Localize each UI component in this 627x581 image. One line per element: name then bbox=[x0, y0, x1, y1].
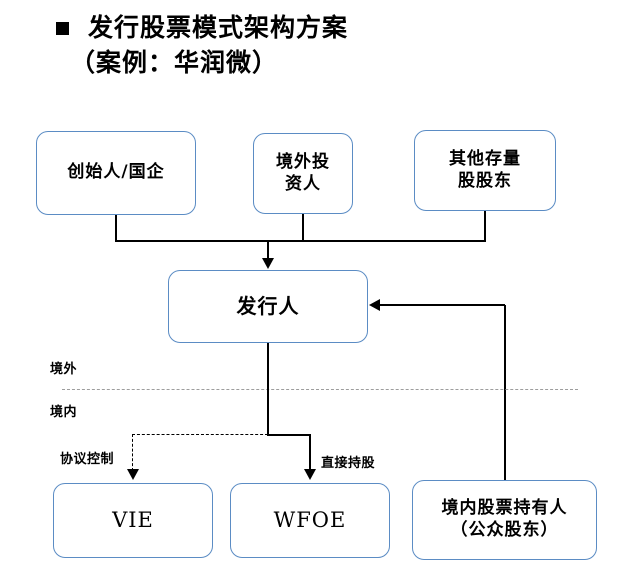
node-other-existing-shareholders-label: 其他存量 股股东 bbox=[449, 148, 521, 191]
connector-shareholder-bus bbox=[115, 240, 486, 242]
arrowhead-into-issuer-right-icon bbox=[369, 299, 380, 311]
connector-issuer-to-vie-vertical bbox=[132, 434, 133, 471]
node-offshore-investor[interactable]: 境外投 资人 bbox=[253, 133, 353, 214]
node-issuer[interactable]: 发行人 bbox=[168, 270, 368, 343]
connector-founder-stem bbox=[115, 215, 117, 241]
arrowhead-into-wfoe-icon bbox=[304, 469, 316, 480]
connector-bus-to-issuer bbox=[267, 240, 269, 260]
connector-other-stem bbox=[484, 211, 486, 241]
node-other-existing-shareholders[interactable]: 其他存量 股股东 bbox=[414, 130, 556, 211]
connector-public-to-issuer bbox=[380, 304, 505, 306]
filled-square-bullet-icon bbox=[56, 22, 69, 35]
zone-label-onshore: 境内 bbox=[50, 405, 78, 420]
arrowhead-into-issuer-icon bbox=[262, 258, 274, 269]
zone-label-offshore: 境外 bbox=[50, 362, 78, 377]
node-founder-label: 创始人/国企 bbox=[67, 162, 165, 183]
node-issuer-label: 发行人 bbox=[236, 293, 300, 318]
node-offshore-investor-label: 境外投 资人 bbox=[276, 151, 330, 194]
connector-offshore-stem bbox=[302, 214, 304, 241]
page-title: 发行股票模式架构方案 bbox=[88, 13, 349, 42]
node-vie-label: VIE bbox=[112, 508, 154, 533]
edge-label-vie-control: 协议控制 bbox=[60, 452, 115, 467]
jurisdiction-divider bbox=[62, 389, 578, 390]
arrowhead-into-vie-icon bbox=[127, 469, 139, 480]
node-vie[interactable]: VIE bbox=[53, 483, 213, 558]
slide-title-block: 发行股票模式架构方案 （案例：华润微） bbox=[56, 10, 596, 80]
connector-issuer-stem bbox=[267, 343, 269, 436]
node-founder[interactable]: 创始人/国企 bbox=[36, 131, 196, 215]
connector-issuer-to-wfoe-vertical bbox=[309, 434, 311, 471]
title-main-line: 发行股票模式架构方案 bbox=[56, 10, 596, 46]
connector-issuer-to-wfoe-horizontal bbox=[267, 434, 311, 436]
connector-public-riser bbox=[504, 305, 506, 481]
node-public-holders-label: 境内股票持有人 （公众股东） bbox=[441, 498, 568, 540]
node-wfoe[interactable]: WFOE bbox=[230, 483, 390, 558]
node-wfoe-label: WFOE bbox=[273, 508, 347, 533]
edge-label-direct-holding: 直接持股 bbox=[321, 456, 376, 471]
page-subtitle: （案例：华润微） bbox=[70, 48, 279, 77]
node-public-holders[interactable]: 境内股票持有人 （公众股东） bbox=[412, 480, 597, 560]
connector-issuer-to-vie-horizontal bbox=[132, 434, 268, 435]
